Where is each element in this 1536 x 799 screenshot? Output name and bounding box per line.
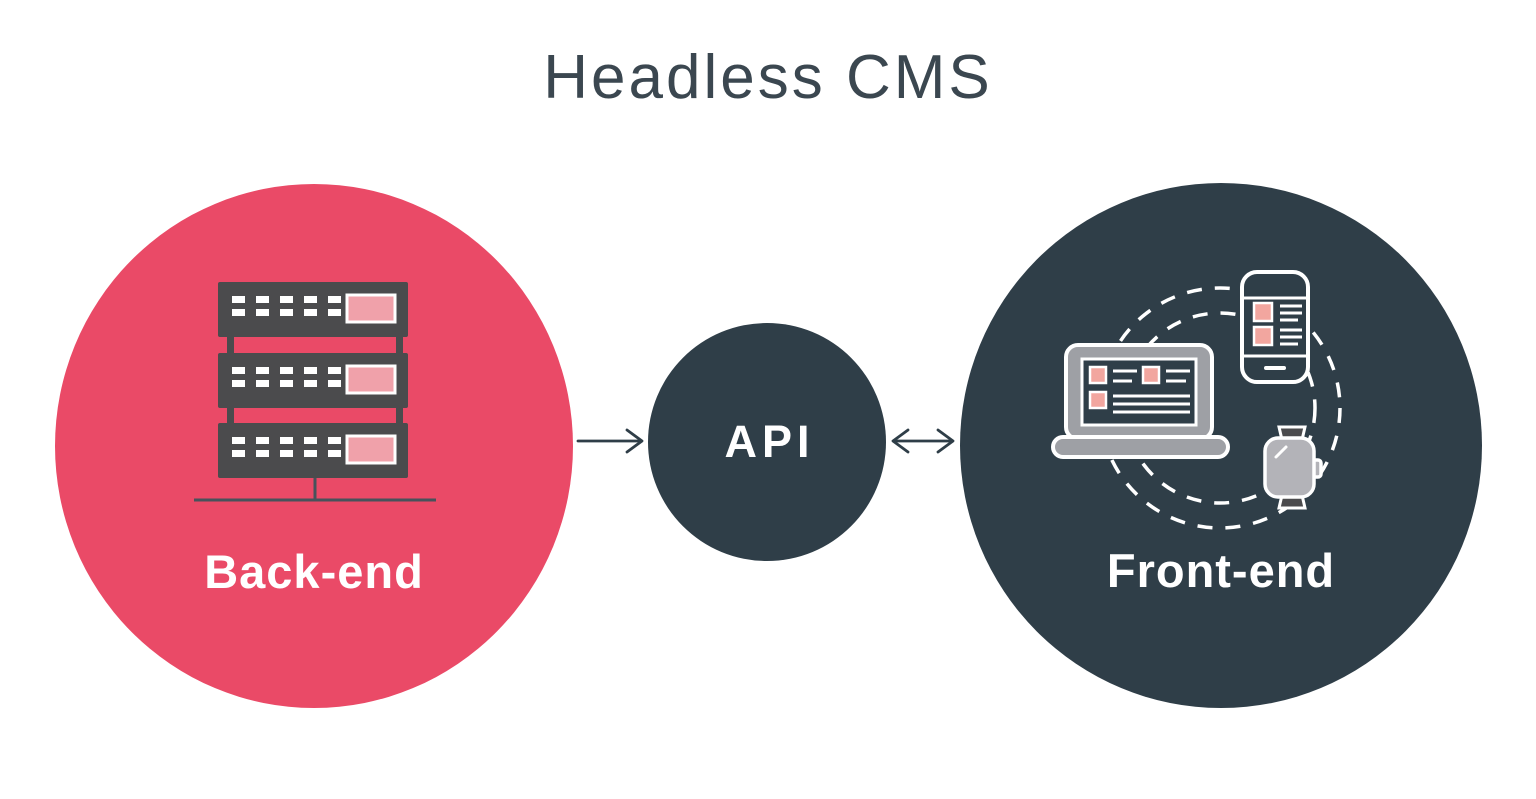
api-node: API xyxy=(648,323,886,561)
api-label: API xyxy=(724,416,815,467)
arrow-right-icon xyxy=(576,428,644,454)
frontend-node: Front-end xyxy=(960,183,1482,708)
frontend-label: Front-end xyxy=(1106,544,1336,597)
server-stack-icon xyxy=(194,280,436,502)
frontend-devices-icon xyxy=(1051,270,1342,530)
backend-label: Back-end xyxy=(204,545,424,598)
laptop-icon xyxy=(1051,343,1230,459)
backend-node: Back-end xyxy=(55,184,573,708)
arrow-bidirectional-icon xyxy=(891,428,955,454)
smartphone-icon xyxy=(1240,270,1310,384)
smartwatch-icon xyxy=(1263,425,1323,510)
diagram-title: Headless CMS xyxy=(543,43,993,112)
